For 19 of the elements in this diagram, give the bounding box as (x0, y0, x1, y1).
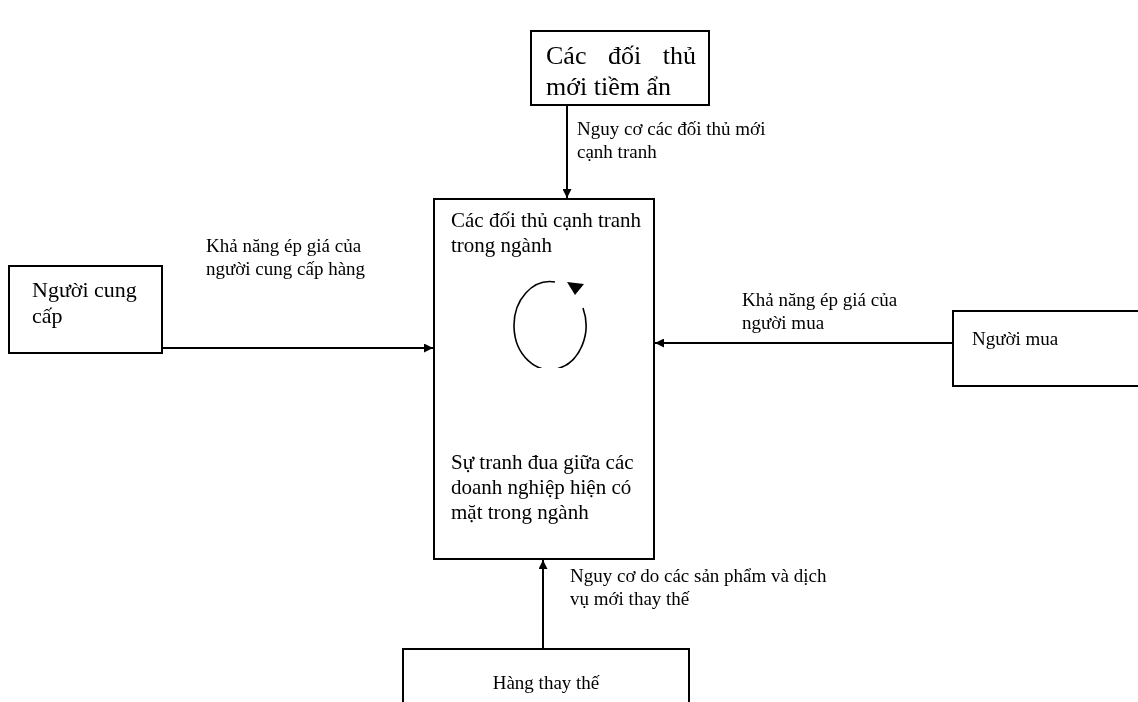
arrow (538, 559, 548, 649)
box-text: Người mua (972, 328, 1060, 351)
edge-label: Nguy cơ do các sản phẩm và dịch vụ mới thay thế (570, 565, 828, 611)
box-text: Các đối thủ mới tiềm ẩn (546, 40, 696, 103)
process-box (530, 30, 710, 106)
box-heading: Các đối thủ cạnh tranh trong ngành (451, 208, 643, 259)
arrow (162, 343, 434, 353)
process-box (402, 648, 690, 702)
process-box (952, 310, 1138, 387)
edge-label: Nguy cơ các đối thủ mới cạnh tranh (577, 118, 767, 164)
box-text: Sự tranh đua giữa các doanh nghiệp hiện có mặt trong ngành (451, 450, 635, 526)
edge-label: Khả năng ép giá của người mua (742, 289, 899, 335)
box-text: Người cung cấp (32, 277, 138, 330)
process-box (8, 265, 163, 354)
process-box (433, 198, 655, 560)
arrow (654, 338, 953, 348)
arrow (562, 105, 572, 199)
edge-label: Khả năng ép giá của người cung cấp hàng (206, 235, 367, 281)
box-text: Hàng thay thế (491, 672, 601, 695)
